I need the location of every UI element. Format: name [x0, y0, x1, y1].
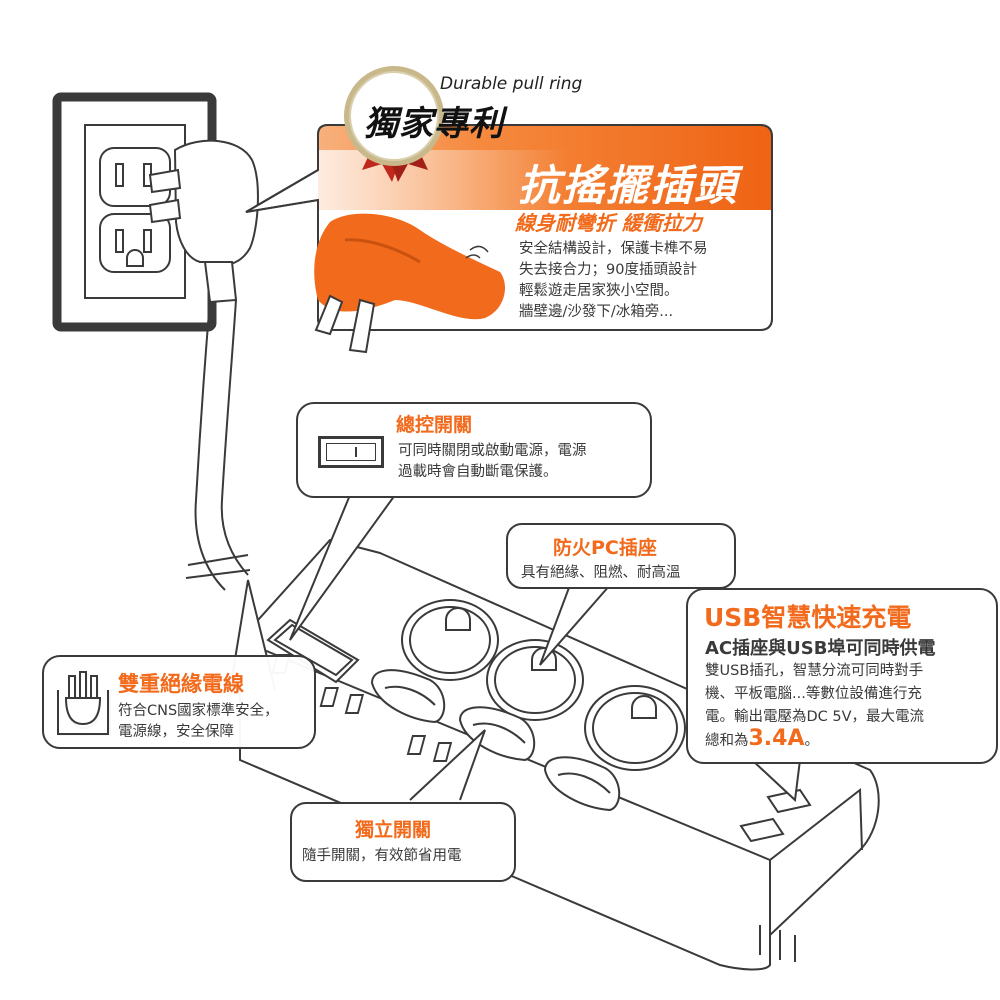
pull-ring-subtitle: 線身耐彎折 緩衝拉力: [515, 211, 702, 235]
usb-title: USB智慧快速充電: [704, 603, 912, 632]
master-switch-box: [296, 402, 652, 498]
fireproof-title: 防火PC插座: [553, 537, 657, 559]
master-switch-body-2: 過載時會自動斷電保護。: [398, 464, 558, 480]
pull-ring-body-3: 輕鬆遊走居家狹小空間。: [519, 283, 679, 299]
usb-subtitle: AC插座與USB埠可同時供電: [705, 638, 936, 659]
cable-body-1: 符合CNS國家標準安全，: [118, 703, 279, 719]
fireproof-body: 具有絕緣、阻燃、耐高溫: [521, 565, 681, 581]
master-switch-title: 總控開關: [396, 414, 473, 436]
patent-badge-text: 獨家專利: [364, 104, 504, 144]
pull-ring-body-2: 失去接合力；90度插頭設計: [519, 262, 697, 278]
strip-rocker-switches: [370, 669, 621, 812]
plug-icon: [57, 671, 109, 735]
pull-ring-body-1: 安全結構設計，保護卡榫不易: [519, 241, 708, 257]
cable-body-2: 電源線，安全保障: [118, 724, 234, 740]
angle-plug-illustration: [314, 213, 505, 354]
usb-last-line-suffix: 。: [804, 733, 820, 749]
usb-box: [686, 588, 998, 764]
independent-switch-box: [290, 802, 516, 882]
fireproof-box: [506, 523, 736, 589]
wall-plug: [148, 139, 259, 304]
master-switch-illustration: [266, 618, 360, 684]
master-switch-icon: [318, 436, 384, 468]
usb-body-2: 機、平板電腦...等數位設備進行充: [705, 686, 922, 702]
pull-ring-title: 抗搖擺插頭: [518, 161, 739, 210]
pull-ring-caption: Durable pull ring: [440, 74, 583, 94]
patent-badge: [344, 66, 444, 182]
pull-ring-body-4: 牆壁邊/沙發下/冰箱旁...: [519, 304, 674, 320]
usb-current-value: 3.4A: [748, 726, 805, 751]
cable-title: 雙重絕緣電線: [118, 672, 244, 696]
usb-last-line-prefix: 總和為: [705, 733, 749, 749]
usb-body-4: 總和為3.4A。: [705, 728, 819, 752]
independent-switch-body: 隨手開關，有效節省用電: [302, 848, 462, 864]
master-switch-body-1: 可同時關閉或啟動電源，電源: [398, 443, 587, 459]
usb-body-1: 雙USB插孔，智慧分流可同時對手: [705, 663, 924, 679]
usb-body-3: 電。輸出電壓為DC 5V，最大電流: [705, 709, 925, 725]
strip-outlets: [246, 599, 686, 771]
power-cord: [185, 299, 251, 591]
independent-switch-title: 獨立開關: [355, 819, 432, 841]
